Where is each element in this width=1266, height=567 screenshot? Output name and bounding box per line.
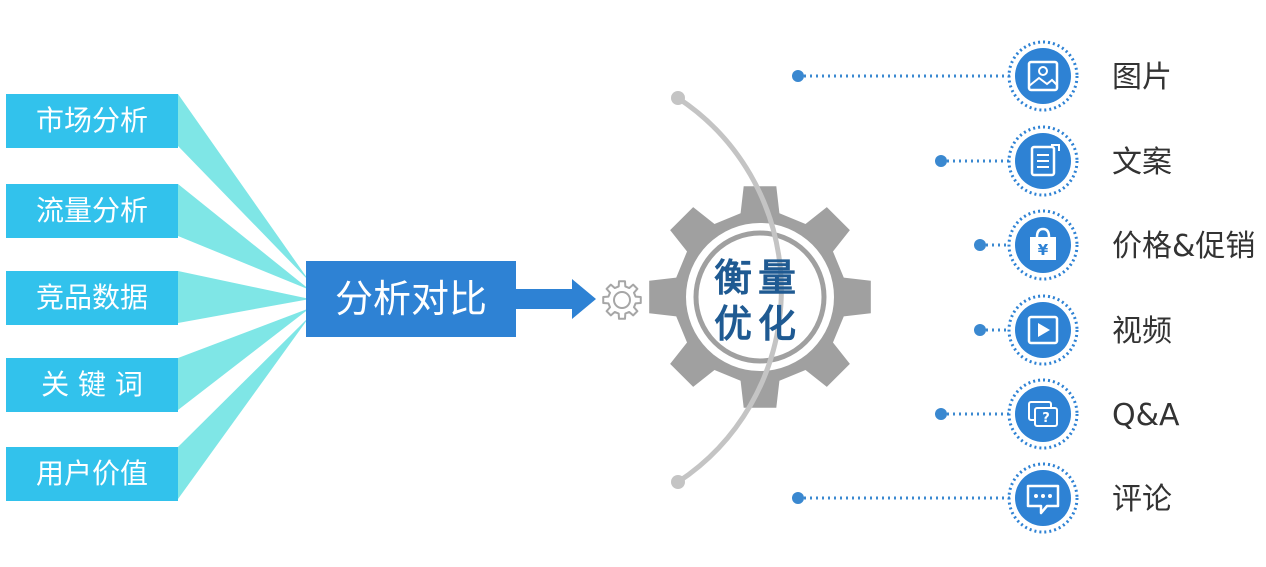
output-label-price-promotion: 价格&促销 xyxy=(1112,229,1256,264)
output-label-qa: Q&A xyxy=(1112,398,1180,433)
output-connectors xyxy=(798,74,1010,500)
svg-text:?: ? xyxy=(1042,411,1050,426)
connector-dots xyxy=(792,70,986,504)
output-label-copywriting: 文案 xyxy=(1112,145,1172,180)
arc-end-top xyxy=(671,91,685,105)
big-gear xyxy=(649,186,871,408)
input-box-traffic-analysis: 流量分析 xyxy=(6,184,178,238)
fan-1 xyxy=(178,94,310,282)
svg-text:¥: ¥ xyxy=(1038,241,1049,259)
input-box-competitor-data: 竞品数据 xyxy=(6,271,178,325)
fan-connectors xyxy=(178,94,310,499)
fan-5 xyxy=(178,316,310,499)
question-chat-icon: ? xyxy=(1007,378,1079,450)
input-box-user-value: 用户价值 xyxy=(6,447,178,501)
document-icon xyxy=(1007,125,1079,197)
output-arc xyxy=(675,95,784,485)
fan-3 xyxy=(178,271,310,323)
arc-end-bottom xyxy=(671,475,685,489)
comment-bubble-icon xyxy=(1007,462,1079,534)
small-gear-icon xyxy=(602,280,642,320)
input-box-market-analysis: 市场分析 xyxy=(6,94,178,148)
image-icon xyxy=(1007,40,1079,112)
output-label-image: 图片 xyxy=(1112,60,1172,95)
output-label-comments: 评论 xyxy=(1112,482,1172,517)
output-icons: ¥ ? xyxy=(1007,40,1079,534)
gear-text-line1: 衡量 xyxy=(713,256,802,300)
input-box-keywords: 关 键 词 xyxy=(6,358,178,412)
video-play-icon xyxy=(1007,294,1079,366)
output-label-video: 视频 xyxy=(1112,314,1172,349)
arrow-right xyxy=(516,279,596,319)
fan-4 xyxy=(178,308,310,410)
fan-2 xyxy=(178,184,310,290)
shopping-bag-yen-icon: ¥ xyxy=(1007,209,1079,281)
gear-text-line2: 优化 xyxy=(713,302,802,346)
hub-box-analysis-comparison: 分析对比 xyxy=(306,261,516,337)
